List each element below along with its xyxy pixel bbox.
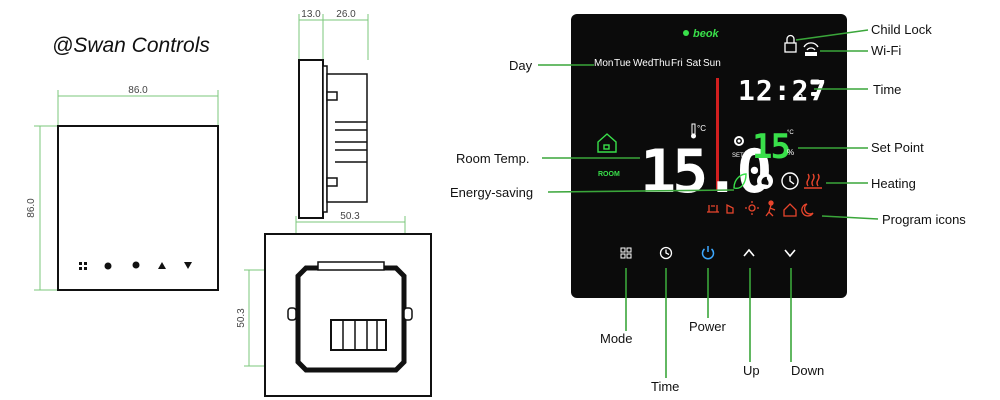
back-width-dim: 50.3 bbox=[340, 211, 360, 222]
humidity-unit: % bbox=[787, 148, 794, 157]
thermostat-display: beok Mon Tue Wed Thu Fri Sat Sun 12:27 h bbox=[571, 14, 847, 298]
heating-icon bbox=[804, 173, 822, 189]
label-child-lock: Child Lock bbox=[871, 22, 932, 37]
accent-bar bbox=[716, 78, 719, 190]
room-temp-readout: 15.0 bbox=[640, 137, 769, 207]
label-heating: Heating bbox=[871, 176, 916, 191]
toggle-icon bbox=[811, 92, 819, 96]
day-fri: Fri bbox=[671, 58, 683, 69]
day-sun: Sun bbox=[703, 58, 721, 69]
label-program-icons: Program icons bbox=[882, 212, 966, 227]
side-depth-front-dim: 13.0 bbox=[301, 9, 321, 20]
back-view: 50.3 50.3 bbox=[236, 211, 432, 397]
day-row: Mon Tue Wed Thu Fri Sat Sun bbox=[594, 58, 721, 69]
front-view: 86.0 86.0 bbox=[26, 85, 219, 291]
front-grid-icon bbox=[79, 262, 87, 270]
time-unit: h bbox=[797, 91, 803, 103]
chevron-down-icon[interactable] bbox=[784, 249, 796, 258]
temp-unit: °C bbox=[697, 124, 706, 133]
front-clock-icon bbox=[104, 262, 112, 270]
program-icons bbox=[707, 200, 814, 217]
chevron-up-icon[interactable] bbox=[743, 248, 755, 257]
brand-title: @Swan Controls bbox=[52, 34, 210, 57]
label-down: Down bbox=[791, 363, 824, 378]
lock-icon bbox=[784, 34, 797, 53]
label-time-button: Time bbox=[651, 379, 679, 394]
display-panel bbox=[571, 14, 847, 298]
front-width-dim: 86.0 bbox=[128, 85, 148, 96]
back-height-dim: 50.3 bbox=[236, 308, 247, 328]
clock-button[interactable] bbox=[659, 246, 673, 260]
wifi-icon bbox=[803, 42, 819, 56]
label-day: Day bbox=[509, 58, 533, 73]
label-set-point: Set Point bbox=[871, 140, 924, 155]
house-icon bbox=[597, 133, 617, 153]
front-up-icon bbox=[158, 262, 166, 269]
label-room-temp: Room Temp. bbox=[456, 151, 529, 166]
label-wifi: Wi-Fi bbox=[871, 43, 901, 58]
leaf-icon bbox=[733, 173, 747, 189]
room-label: ROOM bbox=[598, 171, 620, 178]
side-view: 13.0 26.0 bbox=[298, 9, 369, 219]
callout-lines bbox=[538, 29, 879, 378]
front-power-icon bbox=[132, 261, 140, 269]
time-readout: 12:27 bbox=[738, 74, 827, 107]
label-up: Up bbox=[743, 363, 760, 378]
day-thu: Thu bbox=[653, 58, 670, 69]
front-down-icon bbox=[184, 262, 192, 269]
thermometer-icon bbox=[691, 123, 696, 139]
day-mon: Mon bbox=[594, 58, 613, 69]
label-time: Time bbox=[873, 82, 901, 97]
clock-icon bbox=[781, 172, 799, 190]
front-height-dim: 86.0 bbox=[26, 198, 37, 218]
side-depth-back-dim: 26.0 bbox=[336, 9, 356, 20]
gear-icon bbox=[734, 136, 744, 146]
day-tue: Tue bbox=[614, 58, 631, 69]
day-wed: Wed bbox=[633, 58, 653, 69]
grid-button[interactable] bbox=[620, 247, 632, 259]
label-power: Power bbox=[689, 319, 727, 334]
set-label: SET bbox=[732, 153, 744, 159]
label-mode: Mode bbox=[600, 331, 633, 346]
set-unit: °C bbox=[787, 130, 794, 136]
power-button[interactable] bbox=[701, 246, 715, 260]
brand-logo: beok bbox=[693, 28, 720, 40]
set-point-readout: 15 bbox=[752, 127, 789, 167]
day-sat: Sat bbox=[686, 58, 701, 69]
battery-icon bbox=[810, 79, 820, 85]
label-energy-saving: Energy-saving bbox=[450, 185, 533, 200]
